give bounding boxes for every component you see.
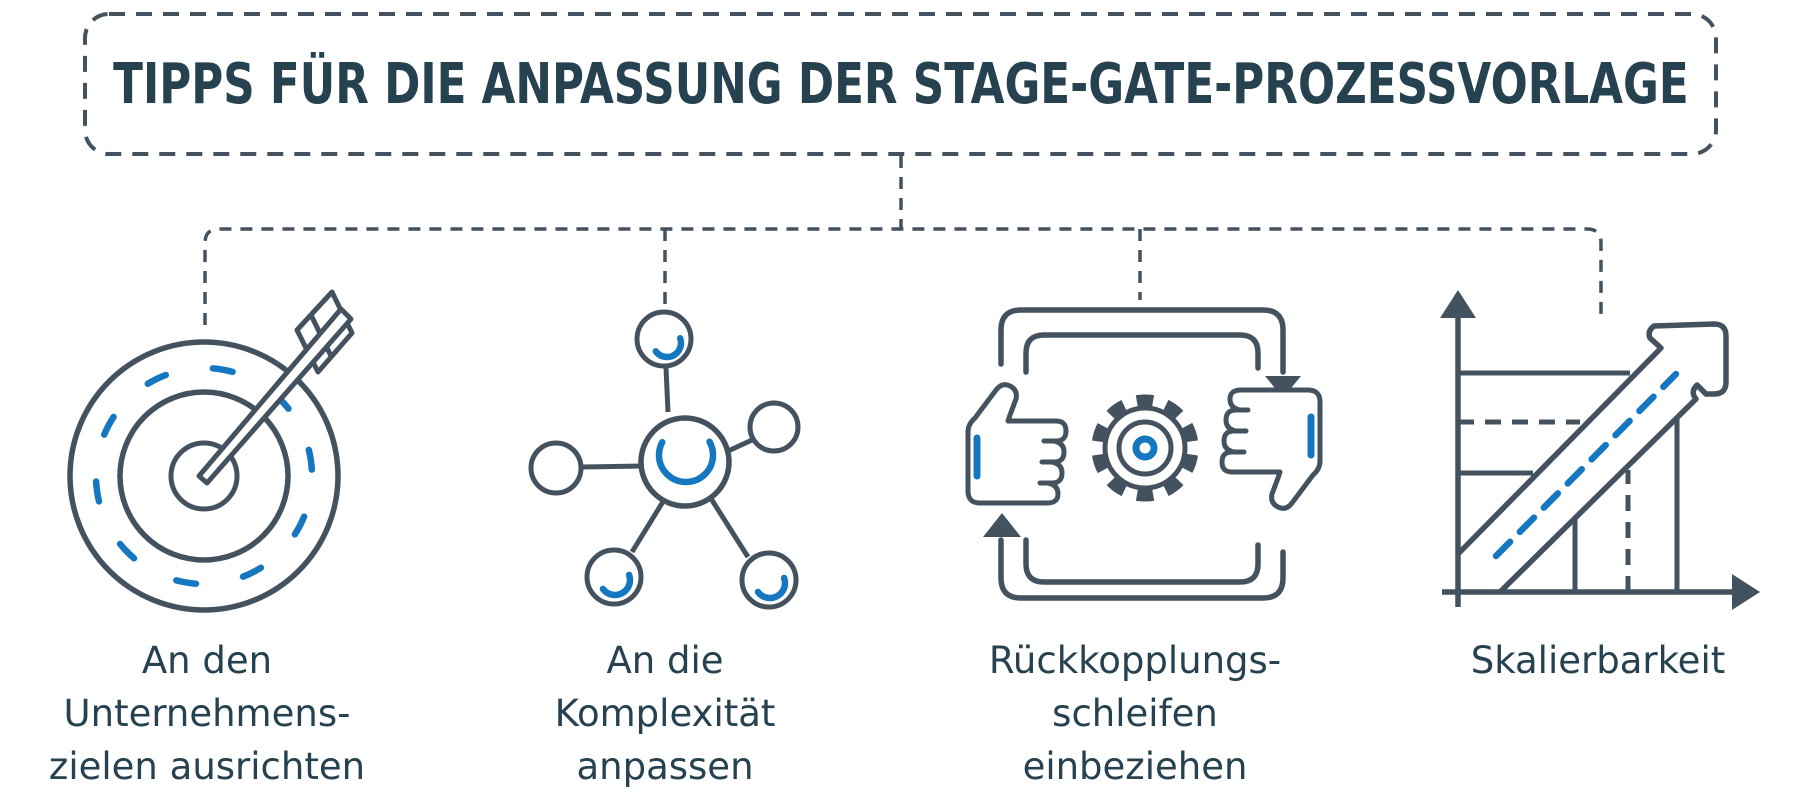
caption-line: einbeziehen [1022,745,1248,788]
page-title: TIPPS FÜR DIE ANPASSUNG DER STAGE-GATE-P… [112,51,1689,117]
loop-arrows [998,307,1286,601]
chart-axes [1440,290,1760,610]
caption-line: Rückkopplungs- [988,639,1282,682]
growth-arrow-outline [1456,321,1729,594]
network-nodes-icon [528,309,801,610]
caption-skalierbarkeit: Skalierbarkeit [1368,634,1800,687]
chart-grid-lines [1458,370,1680,592]
feedback-loop-icon [965,307,1323,601]
loop-down-arrowhead [1265,376,1301,398]
caption-line: schleifen [1052,692,1218,735]
caption-unternehmensziele: An den Unternehmens- zielen ausrichten [0,634,437,793]
target-blue-dashed-ring [92,364,316,588]
gear-icon [1091,394,1199,502]
caption-line: Skalierbarkeit [1470,639,1726,682]
connector-lines [203,156,1603,325]
arrow-shaft [196,306,354,486]
title-box: TIPPS FÜR DIE ANPASSUNG DER STAGE-GATE-P… [85,14,1716,154]
title-dashed-box [83,12,1718,156]
thumbs-down-icon [1219,387,1323,511]
thumbs-up-icon [965,382,1069,506]
caption-rueckkopplung: Rückkopplungs- schleifen einbeziehen [905,634,1365,793]
caption-line: Komplexität [554,692,776,735]
caption-komplexitaet: An die Komplexität anpassen [435,634,895,793]
caption-line: Unternehmens- [63,692,351,735]
caption-line: An den [141,639,273,682]
caption-line: zielen ausrichten [48,745,366,788]
caption-line: An die [606,639,724,682]
growth-chart-icon [1440,290,1760,610]
caption-line: anpassen [576,745,754,788]
target-arrow-icon [67,289,355,613]
loop-up-arrowhead [983,513,1021,537]
growth-arrow-blue-dashes [1492,370,1680,560]
